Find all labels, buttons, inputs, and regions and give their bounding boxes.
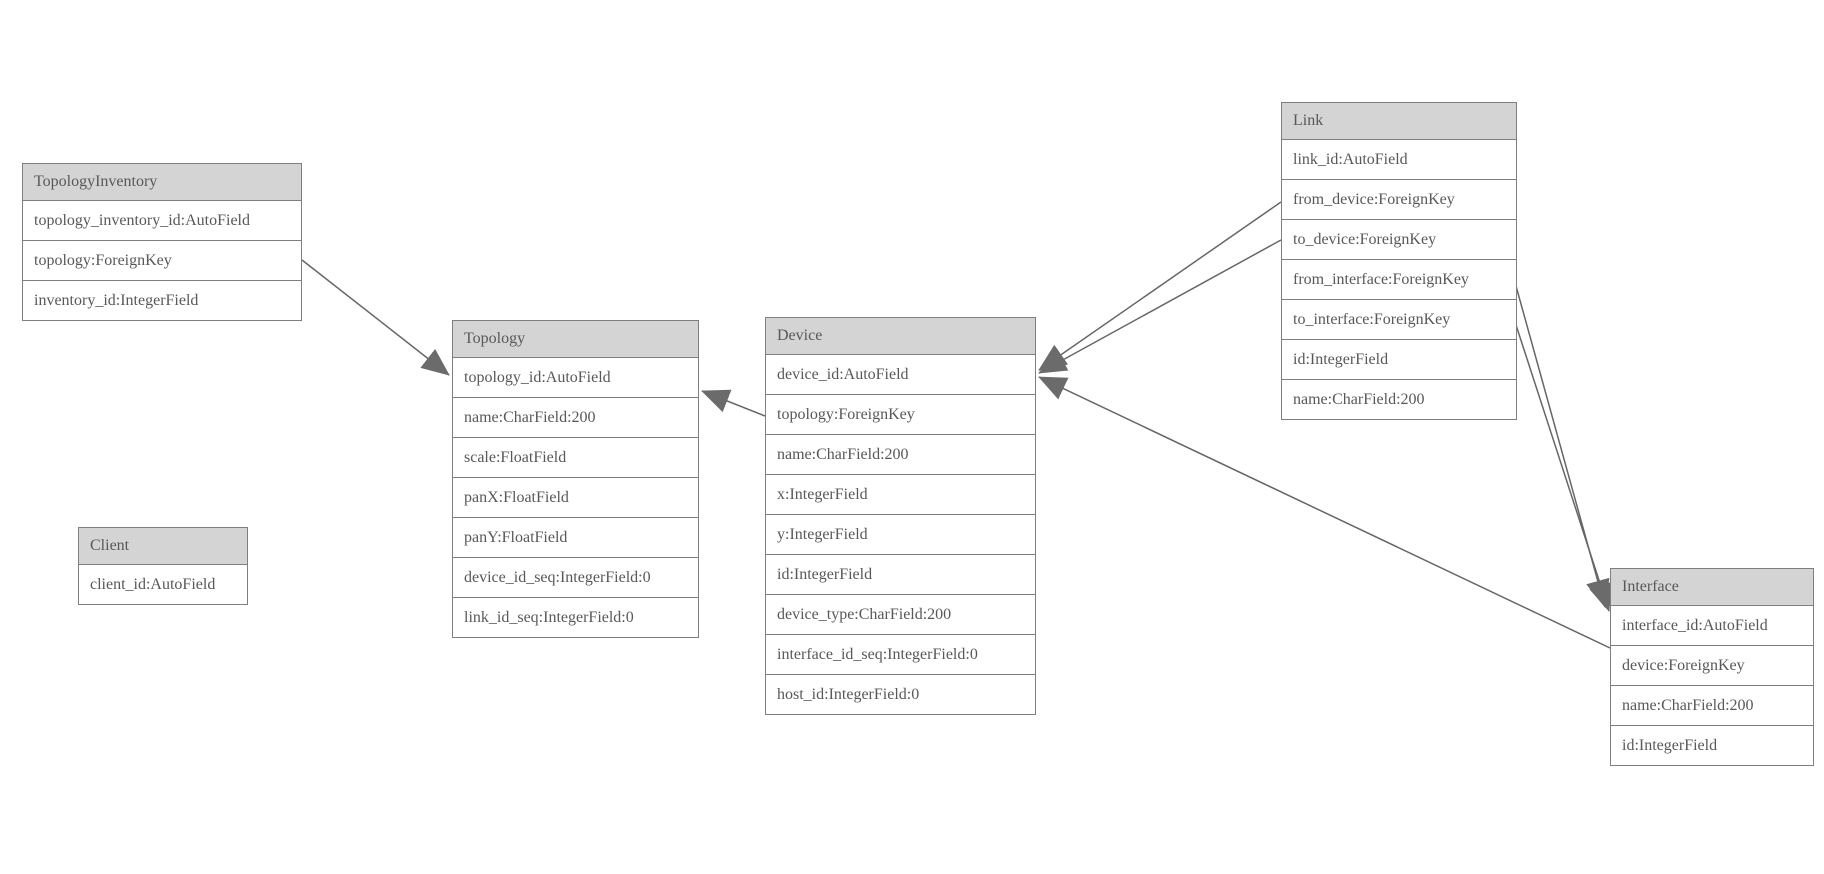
entity-header-device: Device bbox=[766, 318, 1035, 355]
entity-field-row: name:CharField:200 bbox=[766, 435, 1035, 475]
relationship-line-link-frominterface-interface bbox=[1515, 285, 1610, 608]
relationship-line-link-todevice-device bbox=[1038, 239, 1282, 374]
entity-field-row: topology_id:AutoField bbox=[453, 358, 698, 398]
entity-header-link: Link bbox=[1282, 103, 1516, 140]
entity-field-row: from_device:ForeignKey bbox=[1282, 180, 1516, 220]
entity-field-row: panY:FloatField bbox=[453, 518, 698, 558]
entity-field-row: to_interface:ForeignKey bbox=[1282, 300, 1516, 340]
entity-field-row: link_id:AutoField bbox=[1282, 140, 1516, 180]
relationship-line-topologyinventory-topology bbox=[301, 259, 450, 376]
entity-field-row: id:IntegerField bbox=[1611, 726, 1813, 765]
entity-field-row: name:CharField:200 bbox=[1611, 686, 1813, 726]
entity-field-row: from_interface:ForeignKey bbox=[1282, 260, 1516, 300]
entity-header-client: Client bbox=[79, 528, 247, 565]
entity-field-row: device_id_seq:IntegerField:0 bbox=[453, 558, 698, 598]
entity-field-row: id:IntegerField bbox=[1282, 340, 1516, 380]
entity-field-row: y:IntegerField bbox=[766, 515, 1035, 555]
entity-field-row: id:IntegerField bbox=[766, 555, 1035, 595]
entity-field-row: client_id:AutoField bbox=[79, 565, 247, 604]
entity-field-row: topology:ForeignKey bbox=[23, 241, 301, 281]
entity-title: Topology bbox=[464, 330, 526, 347]
entity-field-row: inventory_id:IntegerField bbox=[23, 281, 301, 320]
relationship-line-link-fromdevice-device bbox=[1038, 201, 1282, 371]
entity-field-row: x:IntegerField bbox=[766, 475, 1035, 515]
entity-field-row: interface_id:AutoField bbox=[1611, 606, 1813, 646]
entity-field-row: device_type:CharField:200 bbox=[766, 595, 1035, 635]
relationship-line-device-topology bbox=[701, 389, 766, 417]
entity-field-row: panX:FloatField bbox=[453, 478, 698, 518]
entity-field-row: host_id:IntegerField:0 bbox=[766, 675, 1035, 714]
entity-field-row: link_id_seq:IntegerField:0 bbox=[453, 598, 698, 637]
entity-title: Interface bbox=[1622, 578, 1679, 595]
entity-field-row: interface_id_seq:IntegerField:0 bbox=[766, 635, 1035, 675]
entity-header-topologyinventory: TopologyInventory bbox=[23, 164, 301, 201]
entity-field-row: device:ForeignKey bbox=[1611, 646, 1813, 686]
entity-header-interface: Interface bbox=[1611, 569, 1813, 606]
relationship-line-link-tointerface-interface bbox=[1515, 324, 1613, 612]
entity-field-row: device_id:AutoField bbox=[766, 355, 1035, 395]
entity-header-topology: Topology bbox=[453, 321, 698, 358]
entity-field-row: topology:ForeignKey bbox=[766, 395, 1035, 435]
entity-fields-client: client_id:AutoField bbox=[79, 565, 247, 604]
entity-field-row: to_device:ForeignKey bbox=[1282, 220, 1516, 260]
entity-title: TopologyInventory bbox=[34, 173, 158, 190]
entity-title: Link bbox=[1293, 112, 1324, 129]
entity-field-row: scale:FloatField bbox=[453, 438, 698, 478]
entity-field-row: name:CharField:200 bbox=[453, 398, 698, 438]
entity-field-row: topology_inventory_id:AutoField bbox=[23, 201, 301, 241]
entity-table-topologyinventory: TopologyInventory topology_inventory_id:… bbox=[22, 163, 302, 321]
entity-title: Device bbox=[777, 327, 823, 344]
entity-table-client: Client client_id:AutoField bbox=[78, 527, 248, 605]
entity-title: Client bbox=[90, 537, 130, 554]
entity-field-row: name:CharField:200 bbox=[1282, 380, 1516, 419]
